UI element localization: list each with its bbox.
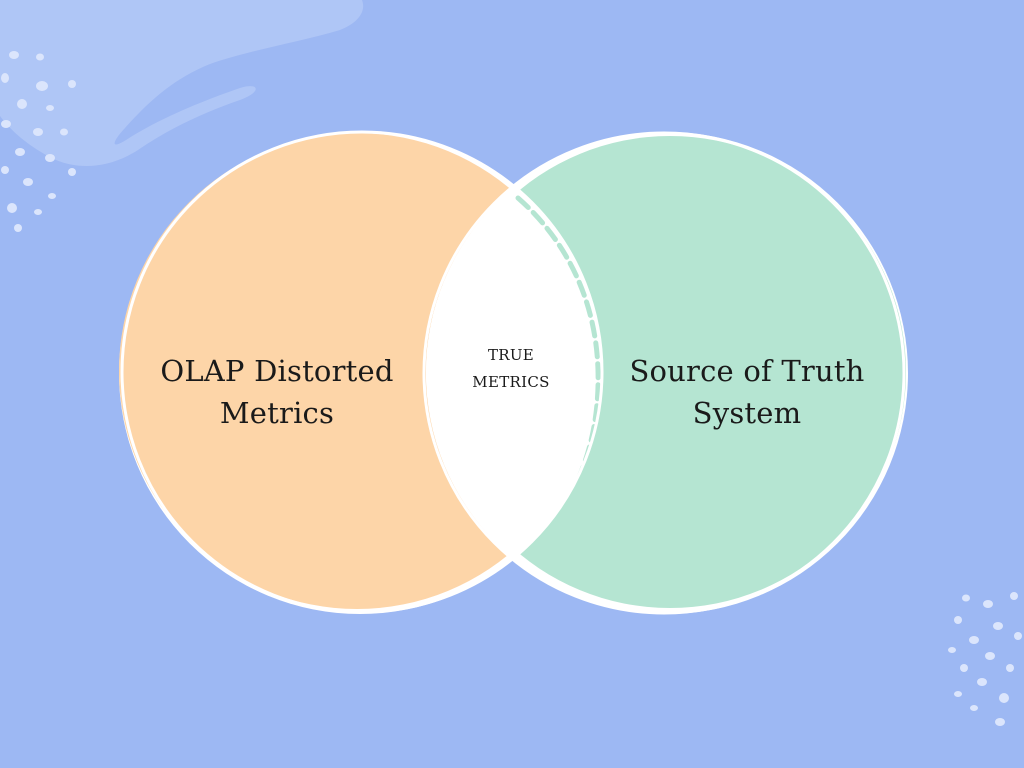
left-circle-label-line1: OLAP Distorted: [160, 354, 394, 388]
left-circle-outline: [120, 130, 604, 614]
right-circle-outline: [422, 131, 906, 615]
intersection-label-line1: TRUE: [487, 346, 535, 364]
brush-stroke-decoration: [0, 0, 364, 166]
left-circle-label: OLAP Distorted Metrics: [142, 350, 412, 434]
intersection-label: TRUE METRICS: [452, 342, 570, 396]
dot-pattern-bottom-right: [948, 592, 1022, 726]
right-circle-label-line2: System: [692, 396, 802, 430]
intersection-label-line2: METRICS: [472, 373, 550, 391]
right-circle-label: Source of Truth System: [617, 350, 877, 434]
dot-pattern-top-left: [1, 51, 76, 232]
intersection-dashed-accent: [515, 195, 601, 551]
left-circle-label-line2: Metrics: [219, 396, 335, 430]
intersection-lens: [426, 134, 602, 610]
right-circle-label-line1: Source of Truth: [629, 354, 865, 388]
